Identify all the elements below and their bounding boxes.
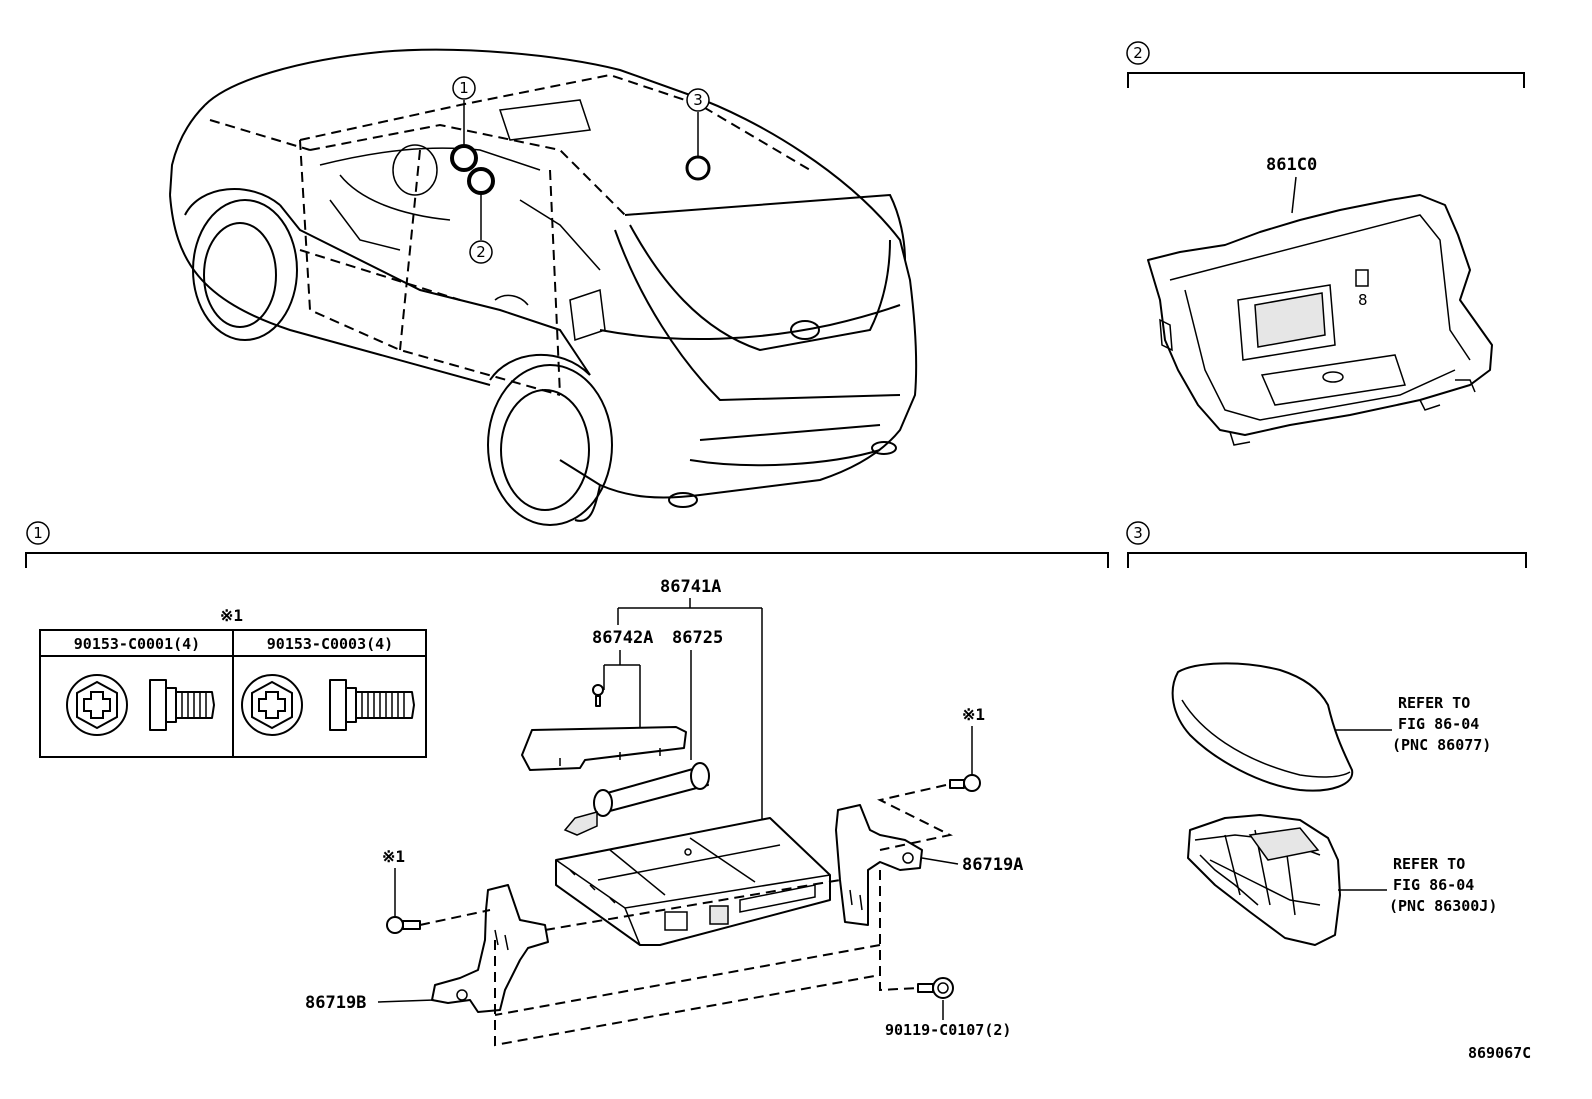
callout-1: 1: [459, 79, 469, 97]
part-label-86719B[interactable]: 86719B: [305, 993, 366, 1013]
part-label-86725[interactable]: 86725: [672, 628, 723, 648]
lid-screw: [592, 684, 604, 707]
ref-1-line-1: REFER TO: [1398, 694, 1470, 712]
screw-note-right: ※1: [962, 705, 985, 724]
bolt-col-header-1: 90153-C0001(4): [74, 635, 200, 653]
lid-86742A: [521, 726, 687, 771]
ref-2-line-3: (PNC 86300J): [1389, 897, 1497, 915]
section-1-marker: 1: [33, 524, 43, 542]
screw-left: [386, 916, 421, 934]
section-2-marker: 2: [1133, 44, 1143, 62]
module-box: [555, 817, 831, 946]
nut-90119: [917, 977, 954, 999]
ref-1-line-3: (PNC 86077): [1392, 736, 1491, 754]
bolt-table-note: ※1: [220, 606, 243, 625]
tray-861C0: 8: [1147, 194, 1493, 446]
cover-panel: [1171, 662, 1354, 792]
part-label-86741A[interactable]: 86741A: [660, 577, 721, 597]
screw-note-left: ※1: [382, 847, 405, 866]
ref-2-line-1: REFER TO: [1393, 855, 1465, 873]
bolt-col-header-2: 90153-C0003(4): [267, 635, 393, 653]
screw-right: [949, 774, 981, 792]
bolt-1-illustration: [66, 674, 215, 736]
svg-text:8: 8: [1358, 291, 1368, 309]
bolt-table: ※1 90153-C0001(4) 90153-C0003(4): [39, 606, 427, 758]
vehicle-illustration: [169, 48, 918, 526]
bracket-86719A: [835, 804, 923, 926]
section-2: 2 861C0 8: [1126, 41, 1525, 446]
bolt-2-illustration: [241, 674, 415, 736]
section-3-marker: 3: [1133, 524, 1143, 542]
section-3: 3 REFER TO FIG 86-04 (PNC 86077) REFER T…: [1126, 521, 1527, 946]
callout-3: 3: [693, 91, 703, 109]
part-label-861C0[interactable]: 861C0: [1266, 155, 1317, 175]
ref-2-line-2: FIG 86-04: [1393, 876, 1474, 894]
figure-code: 869067C: [1468, 1044, 1531, 1062]
switch-housing: [1187, 814, 1341, 946]
vehicle-callouts: 1 2 3: [450, 76, 711, 264]
ref-1-line-2: FIG 86-04: [1398, 715, 1479, 733]
part-label-86719A[interactable]: 86719A: [962, 855, 1023, 875]
location-marker-1: [450, 144, 478, 172]
part-label-90119-C0107[interactable]: 90119-C0107(2): [885, 1021, 1011, 1039]
callout-2: 2: [476, 243, 486, 261]
location-marker-3: [685, 155, 711, 181]
battery-86725: [563, 762, 710, 836]
part-label-86742A[interactable]: 86742A: [592, 628, 653, 648]
location-marker-2: [467, 167, 495, 195]
bracket-86719B: [431, 884, 549, 1013]
section-1: 1 ※1 90153-C0001(4) 90153-C0003(4): [25, 521, 1109, 1047]
